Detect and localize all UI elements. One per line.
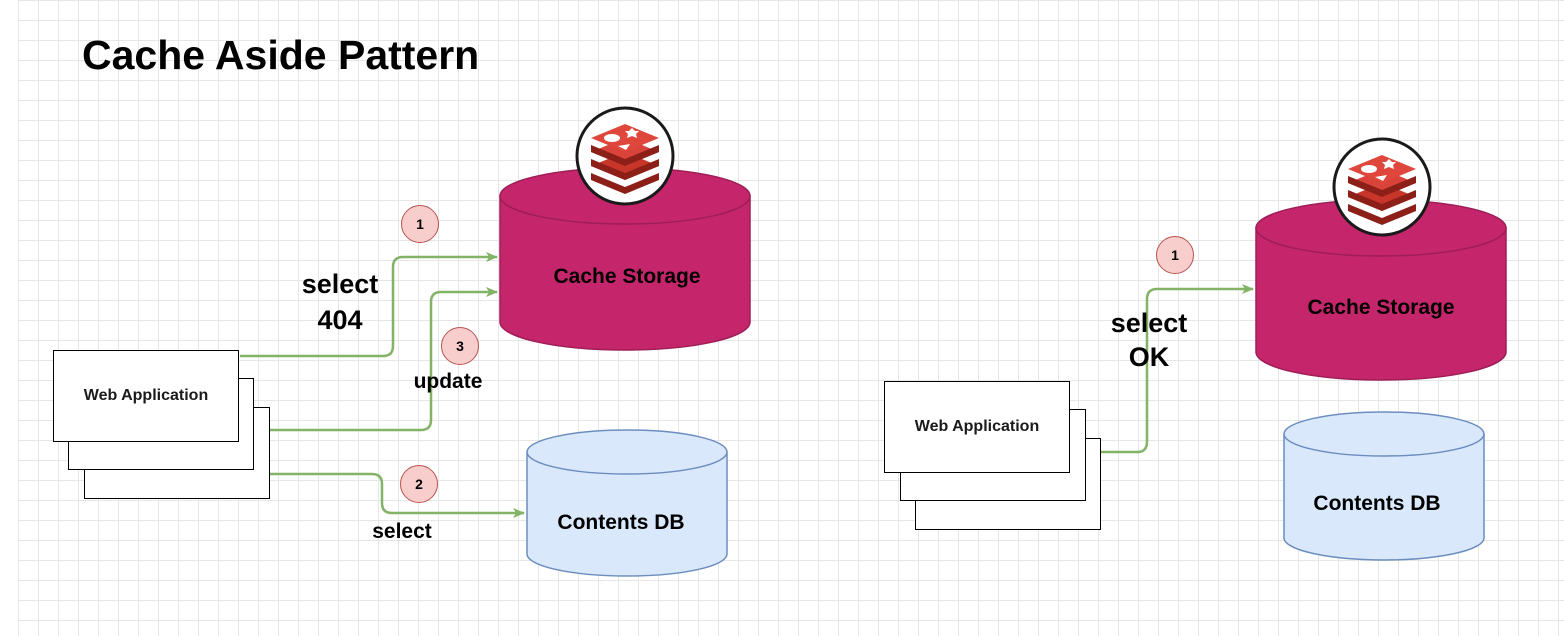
right-cache-storage-cylinder[interactable]: Cache Storage bbox=[1255, 199, 1507, 381]
right-contents-db-cylinder[interactable]: Contents DB bbox=[1283, 411, 1485, 561]
left-cache-storage-cylinder[interactable]: Cache Storage bbox=[499, 167, 751, 351]
left-redis-icon bbox=[575, 106, 675, 206]
left-step-badge-3: 3 bbox=[441, 327, 479, 365]
right-web-app-label: Web Application bbox=[914, 418, 1040, 435]
right-redis-icon bbox=[1332, 137, 1432, 237]
left-contents-db-label: Contents DB bbox=[557, 511, 684, 534]
left-edge-label-update: update bbox=[413, 370, 483, 393]
right-edge-label-select-ok: select OK bbox=[1110, 308, 1188, 372]
left-contents-db-cylinder[interactable]: Contents DB bbox=[526, 429, 728, 577]
right-contents-db-label: Contents DB bbox=[1313, 492, 1440, 515]
left-edge-select-404[interactable] bbox=[240, 252, 498, 358]
right-web-app-node[interactable]: Web Application bbox=[884, 381, 1070, 473]
left-step-badge-2: 2 bbox=[400, 465, 438, 503]
left-edge-label-select-404: select 404 bbox=[301, 269, 379, 335]
left-edge-label-select: select bbox=[372, 520, 432, 543]
left-step-badge-1: 1 bbox=[401, 205, 439, 243]
left-edge-update[interactable] bbox=[270, 287, 498, 432]
left-web-app-label: Web Application bbox=[83, 387, 209, 404]
left-edge-select[interactable] bbox=[270, 472, 525, 518]
left-web-app-node[interactable]: Web Application bbox=[53, 350, 239, 442]
canvas-margin bbox=[0, 0, 18, 636]
left-cache-storage-label: Cache Storage bbox=[553, 265, 700, 288]
right-edge-select-ok[interactable] bbox=[1101, 284, 1254, 454]
right-step-badge-1: 1 bbox=[1156, 236, 1194, 274]
right-cache-storage-label: Cache Storage bbox=[1307, 296, 1454, 319]
diagram-title: Cache Aside Pattern bbox=[82, 32, 480, 78]
